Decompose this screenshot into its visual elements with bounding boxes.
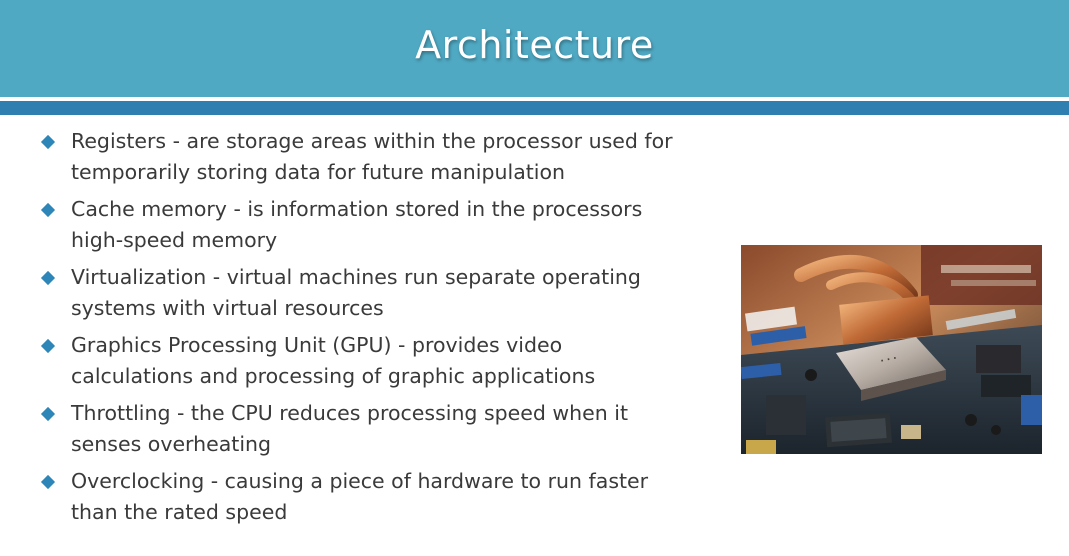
bullet-item: Virtualization - virtual machines run se… — [38, 262, 688, 324]
bullet-text: Overclocking - causing a piece of hardwa… — [71, 469, 649, 524]
header-divider — [0, 101, 1069, 115]
bullet-text: Graphics Processing Unit (GPU) - provide… — [71, 333, 596, 388]
bullet-text: Registers - are storage areas within the… — [71, 129, 673, 184]
diamond-bullet-icon — [40, 338, 56, 354]
motherboard-illustration: · · · — [741, 245, 1042, 454]
bullet-list: Registers - are storage areas within the… — [38, 126, 688, 534]
bullet-item: Overclocking - causing a piece of hardwa… — [38, 466, 688, 528]
slide-title: Architecture — [415, 22, 654, 67]
bullet-item: Throttling - the CPU reduces processing … — [38, 398, 688, 460]
bullet-text: Virtualization - virtual machines run se… — [71, 265, 641, 320]
diamond-bullet-icon — [40, 270, 56, 286]
bullet-text: Throttling - the CPU reduces processing … — [71, 401, 629, 456]
diamond-bullet-icon — [40, 406, 56, 422]
bullet-item: Graphics Processing Unit (GPU) - provide… — [38, 330, 688, 392]
bullet-item: Cache memory - is information stored in … — [38, 194, 688, 256]
svg-text:· · ·: · · · — [880, 354, 898, 367]
diamond-bullet-icon — [40, 474, 56, 490]
bullet-item: Registers - are storage areas within the… — [38, 126, 688, 188]
motherboard-photo: · · · — [741, 245, 1042, 454]
diamond-bullet-icon — [40, 202, 56, 218]
slide-header: Architecture — [0, 0, 1069, 97]
bullet-text: Cache memory - is information stored in … — [71, 197, 643, 252]
diamond-bullet-icon — [40, 134, 56, 150]
